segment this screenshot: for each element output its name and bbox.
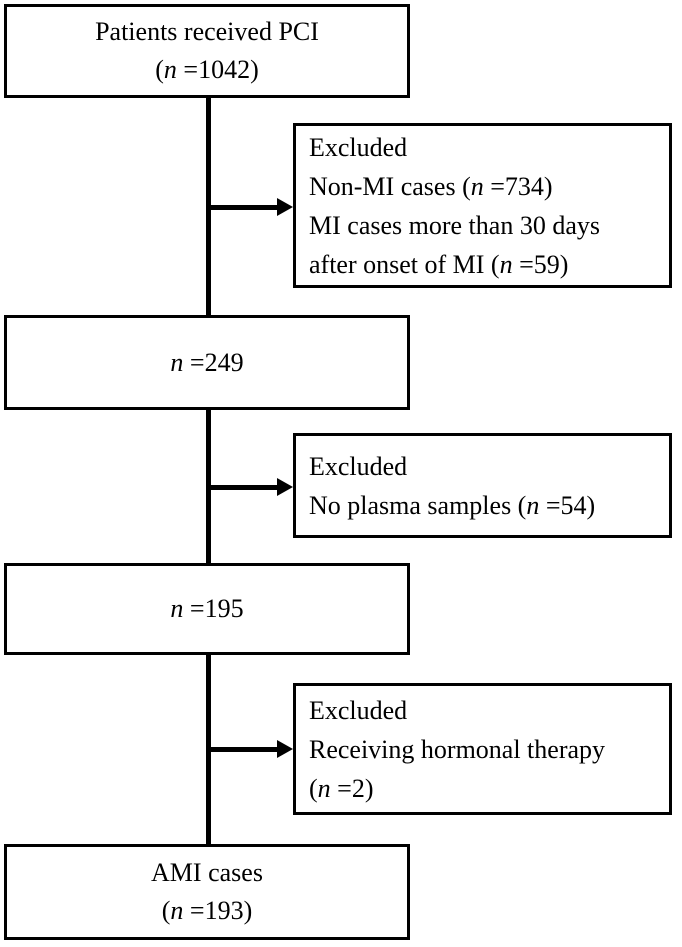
- box-text-line: AMI cases: [151, 858, 263, 887]
- arrowhead-icon: [277, 740, 293, 758]
- box-text-line: (n =193): [161, 896, 253, 925]
- box-text-line: n =249: [170, 347, 244, 377]
- exclusion-box-non-mi: Excluded Non-MI cases (n =734) MI cases …: [293, 123, 672, 288]
- box-text-line: Excluded: [309, 695, 408, 725]
- arrow-to-exclusion-3: [208, 747, 280, 752]
- box-text-line: (n =2): [309, 773, 374, 803]
- exclusion-box-no-plasma-samples: Excluded No plasma samples (n =54): [293, 433, 672, 538]
- flow-box-n-195: n =195: [4, 563, 410, 655]
- arrow-to-exclusion-2: [208, 485, 280, 490]
- box-text-line: Non-MI cases (n =734): [309, 171, 553, 201]
- flow-connector-vertical-line: [206, 96, 211, 848]
- box-text-line: Patients received PCI: [95, 17, 319, 46]
- box-text-line: n =195: [170, 594, 244, 623]
- arrowhead-icon: [277, 478, 293, 496]
- box-text-line: (n =1042): [155, 55, 259, 84]
- box-text-line: Excluded: [309, 451, 408, 481]
- arrow-to-exclusion-1: [208, 205, 280, 210]
- box-text-line: after onset of MI (n =59): [309, 249, 569, 279]
- box-text-line: No plasma samples (n =54): [309, 490, 596, 520]
- box-text-line: MI cases more than 30 days: [309, 210, 600, 240]
- flow-box-patients-received-pci: Patients received PCI (n =1042): [4, 4, 410, 98]
- exclusion-box-hormonal-therapy: Excluded Receiving hormonal therapy (n =…: [293, 683, 672, 815]
- flow-box-n-249: n =249: [4, 315, 410, 410]
- flow-box-ami-cases: AMI cases (n =193): [4, 844, 410, 940]
- box-text-line: Excluded: [309, 132, 408, 162]
- box-text-line: Receiving hormonal therapy: [309, 734, 606, 764]
- arrowhead-icon: [277, 198, 293, 216]
